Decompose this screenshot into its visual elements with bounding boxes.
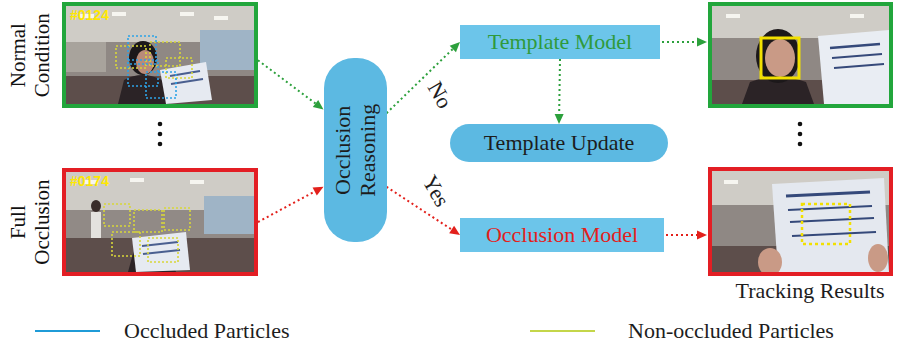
edge-label: Yes — [416, 169, 456, 213]
legend-line — [35, 330, 100, 332]
arrow-head — [449, 226, 460, 235]
ellipsis-dot — [158, 142, 163, 147]
frame-number: #0124 — [66, 6, 112, 23]
process-pill: Occlusion Reasoning — [324, 58, 387, 242]
video-frame-box: Normal Condition#0124 — [62, 2, 258, 108]
result-arrow — [666, 234, 698, 236]
dotted-connector — [258, 60, 317, 104]
ellipsis-dot — [798, 122, 803, 127]
legend-line — [530, 330, 595, 332]
model-box: Template Model — [460, 25, 660, 59]
box-text: Occlusion Model — [486, 222, 638, 247]
result-arrow — [662, 41, 698, 43]
condition-heading: Full Occlusion — [6, 167, 54, 277]
video-frame — [66, 6, 254, 104]
arrow-head — [450, 42, 460, 52]
legend-text: Occluded Particles — [124, 318, 290, 343]
condition-heading: Normal Condition — [6, 0, 54, 110]
arrow-head — [313, 100, 324, 110]
result-border — [710, 4, 891, 106]
legend-text: Non-occluded Particles — [628, 318, 834, 343]
pill-text: Occlusion Reasoning — [330, 80, 381, 220]
arrow-head — [313, 187, 324, 196]
process-pill: Template Update — [450, 124, 668, 162]
arrow-head — [555, 114, 564, 124]
box-text: Template Update — [484, 130, 635, 155]
video-frame-box: Full Occlusion#0174 — [62, 168, 258, 276]
ellipsis-dot — [158, 132, 163, 137]
caption-label: Tracking Results — [736, 278, 885, 303]
model-box: Occlusion Model — [460, 218, 664, 252]
dotted-connector — [258, 191, 316, 222]
edge-label: No — [421, 75, 458, 114]
result-frame — [712, 171, 889, 272]
result-border — [710, 169, 891, 274]
video-frame — [66, 172, 254, 272]
result-frame — [712, 6, 889, 104]
ellipsis-dot — [798, 132, 803, 137]
arrow-head — [697, 38, 707, 47]
ellipsis-dot — [158, 122, 163, 127]
arrow-head — [697, 231, 707, 240]
ellipsis-dot — [798, 142, 803, 147]
dotted-connector — [558, 59, 561, 116]
frame-number: #0174 — [66, 172, 112, 189]
box-text: Template Model — [488, 29, 632, 54]
